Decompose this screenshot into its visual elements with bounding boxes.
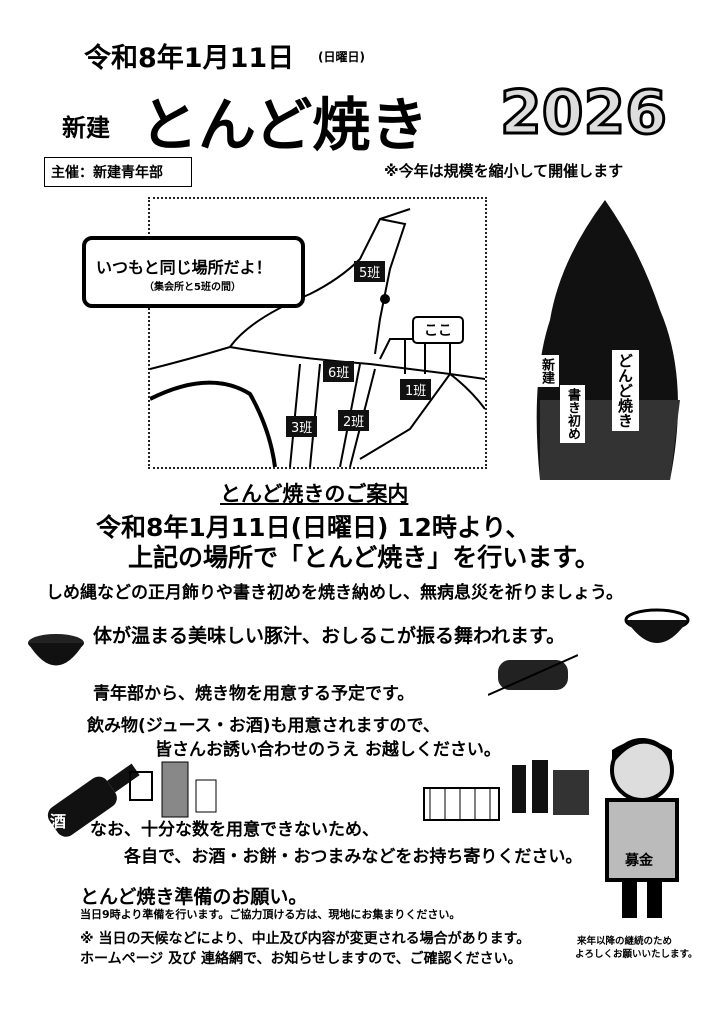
sake-label: 酒 bbox=[50, 812, 67, 831]
group-5-label: 5班 bbox=[354, 261, 386, 282]
event-title: とんど焼き bbox=[140, 91, 429, 159]
prep-detail: 当日9時より準備を行います。ご協力頂ける方は、現地にお集まりください。 bbox=[80, 908, 461, 921]
donation-caption-2: よろしくお願いいたします。 bbox=[575, 949, 698, 960]
map-callout: いつもと同じ場所だよ！ （集会所と5班の間） bbox=[82, 236, 305, 308]
oshiruko-bowl-icon bbox=[624, 608, 690, 643]
bonfire-illustration: 新建 どんど焼き 書き初め bbox=[520, 200, 690, 490]
guide-line-3: しめ縄などの正月飾りや書き初めを焼き納めし、無病息災を祈りましょう。 bbox=[46, 583, 623, 603]
group-6-label: 6班 bbox=[323, 361, 355, 382]
event-year: 2026 bbox=[499, 77, 669, 150]
group-2-label: 2班 bbox=[338, 410, 370, 431]
prep-note-1: ※ 当日の天候などにより、中止及び内容が変更される場合があります。 bbox=[80, 931, 531, 947]
donation-caption-1: 来年以降の継続のため bbox=[577, 936, 673, 947]
event-weekday: (日曜日) bbox=[318, 50, 365, 64]
guide-heading: とんど焼きのご案内 bbox=[220, 482, 409, 506]
guide-line-4: 体が温まる美味しい豚汁、おしるこが振る舞われます。 bbox=[93, 625, 566, 647]
pork-soup-bowl-icon bbox=[28, 634, 84, 666]
guide-line-6: 飲み物(ジュース・お酒)も用意されますので、 bbox=[87, 716, 440, 736]
guide-line-9: 各自で、お酒・お餅・おつまみなどをお持ち寄りください。 bbox=[124, 847, 583, 867]
grilled-food-icon bbox=[488, 654, 578, 696]
prep-heading: とんど焼き準備のお願い。 bbox=[80, 886, 308, 908]
here-marker: ここ bbox=[412, 316, 464, 344]
group-1-label: 1班 bbox=[400, 379, 432, 400]
guide-line-7: 皆さんお誘い合わせのうえ お越しください。 bbox=[155, 740, 501, 760]
guide-line-5: 青年部から、焼き物を用意する予定です。 bbox=[93, 684, 415, 704]
guide-line-2: 上記の場所で「とんど焼き」を行います。 bbox=[128, 543, 600, 572]
guide-line-8: なお、十分な数を用意できないため、 bbox=[90, 820, 379, 840]
child-with-donation-box-icon bbox=[605, 738, 679, 918]
bonfire-sign-1: 新建 bbox=[534, 355, 559, 387]
scale-notice: ※今年は規模を縮小して開催します bbox=[384, 162, 624, 180]
map-roads bbox=[150, 208, 485, 467]
organizer-box: 主催：新建青年部 bbox=[44, 157, 192, 187]
prep-note-2: ホームページ 及び 連絡網で、お知らせしますので、ご確認ください。 bbox=[80, 951, 522, 967]
group-3-label: 3班 bbox=[286, 416, 318, 437]
sake-bottle-and-glasses-icon bbox=[47, 761, 217, 837]
location-map: 5班 6班 1班 3班 2班 ここ bbox=[148, 197, 487, 469]
event-date: 令和8年1月11日 bbox=[84, 43, 295, 74]
guide-line-1: 令和8年1月11日(日曜日) 12時より、 bbox=[96, 513, 531, 542]
fire-icon bbox=[536, 200, 680, 480]
area-name: 新建 bbox=[62, 114, 110, 142]
callout-main: いつもと同じ場所だよ！ bbox=[96, 258, 272, 277]
bonfire-sign-3: 書き初め bbox=[560, 385, 585, 443]
bonfire-sign-2: どんど焼き bbox=[612, 350, 639, 431]
callout-sub: （集会所と5班の間） bbox=[144, 282, 241, 293]
donation-box-label: 募金 bbox=[625, 853, 653, 869]
mochi-grill-and-drinks-icon bbox=[423, 760, 589, 821]
